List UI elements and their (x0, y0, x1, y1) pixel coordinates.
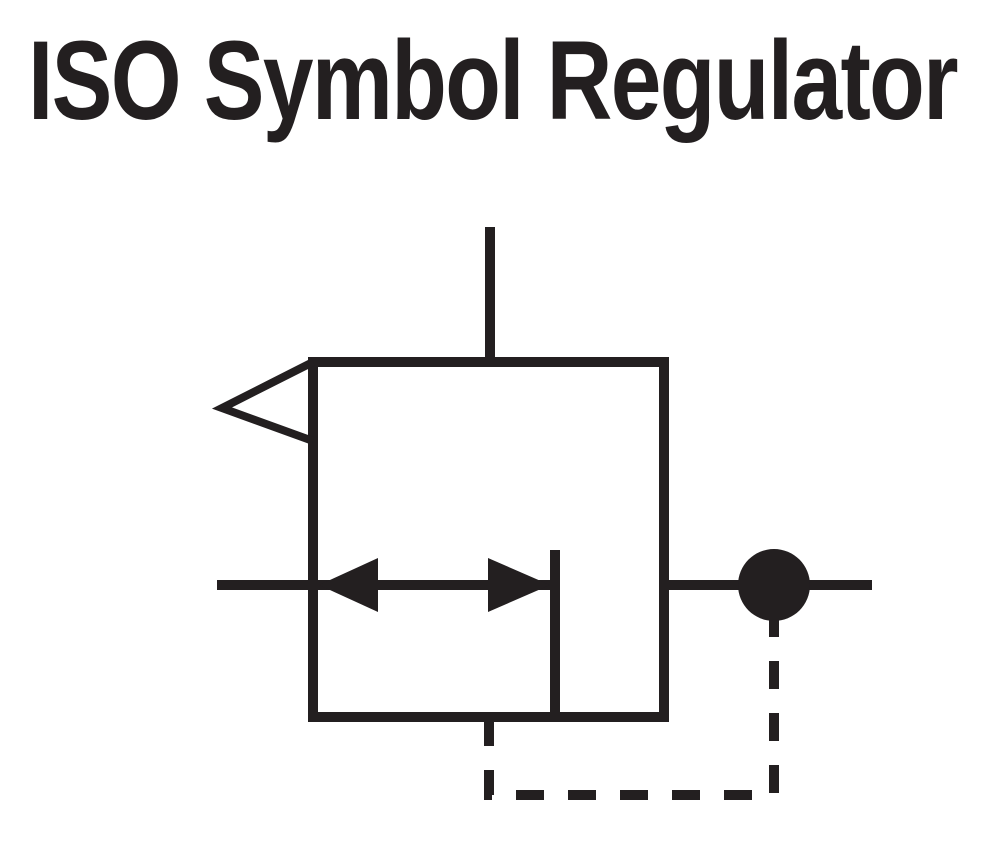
relief-vent-triangle (211, 358, 315, 445)
pilot-tap-dot (738, 549, 810, 621)
pilot-feedback-dashed-line (484, 585, 779, 800)
valve-body-box (308, 357, 669, 722)
left-arrowhead-icon (319, 558, 378, 612)
page-title: ISO Symbol Regulator (28, 18, 957, 143)
regulator-symbol (211, 227, 872, 800)
right-arrowhead-icon (488, 558, 550, 612)
